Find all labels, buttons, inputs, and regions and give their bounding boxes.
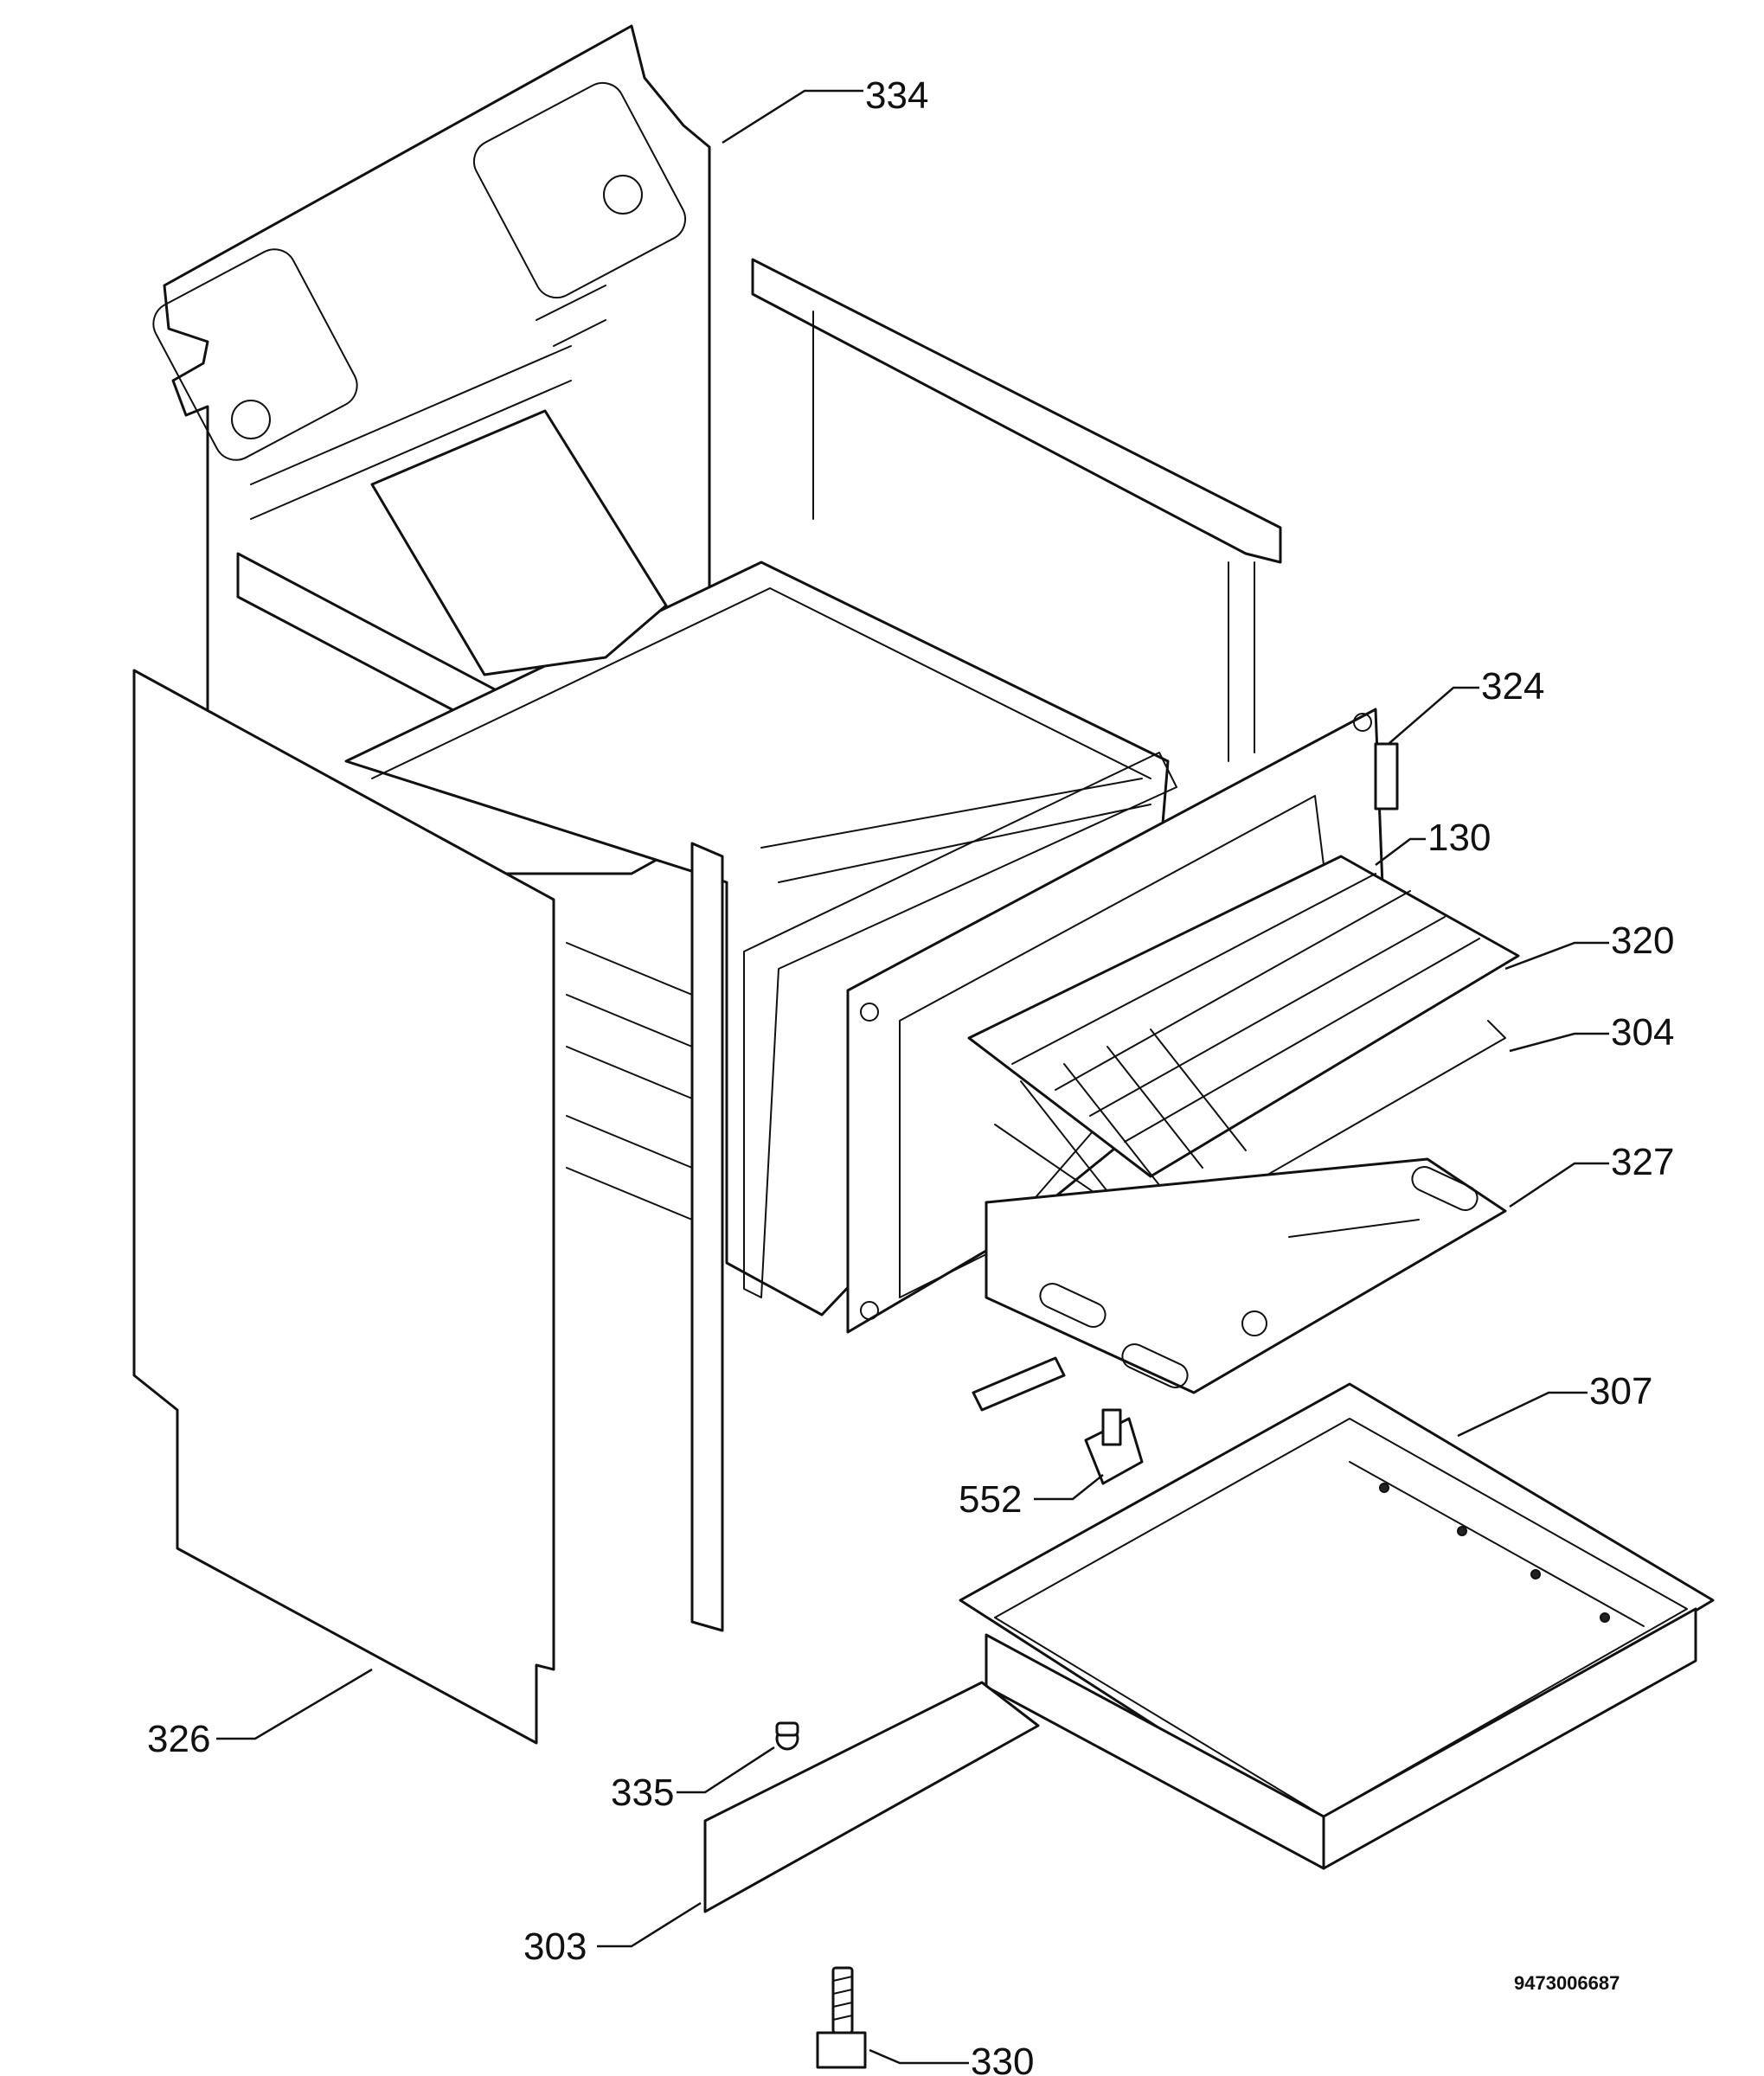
callout-326: 326 <box>147 1718 210 1760</box>
leader-lines <box>216 89 1609 2065</box>
baking-tray-307[interactable] <box>959 1382 1715 1870</box>
callout-330: 330 <box>971 2041 1034 2076</box>
leader-552 <box>1034 1474 1104 1501</box>
callout-303: 303 <box>523 1925 587 1968</box>
leader-335 <box>677 1746 775 1794</box>
screw-335[interactable] <box>775 1721 799 1751</box>
callout-334: 334 <box>865 74 928 117</box>
document-number: 9473006687 <box>1514 1972 1620 1994</box>
side-panel-326[interactable] <box>132 669 555 1745</box>
wire-shelf-304[interactable] <box>994 1020 1506 1238</box>
shelf-support-frame <box>566 842 724 1632</box>
leader-307 <box>1457 1391 1588 1438</box>
bracket-552[interactable] <box>1084 1408 1144 1485</box>
callout-130: 130 <box>1427 817 1491 859</box>
part-callouts: 334 324 130 320 304 327 307 552 326 335 … <box>147 74 1674 2076</box>
leader-330 <box>869 2048 969 2065</box>
leader-303 <box>597 1901 702 1948</box>
callout-324: 324 <box>1481 665 1544 708</box>
kick-plate-303[interactable] <box>703 1681 1040 1913</box>
callout-552: 552 <box>959 1478 1022 1521</box>
callout-327: 327 <box>1611 1141 1674 1183</box>
leader-327 <box>1509 1162 1609 1208</box>
bottom-plate-327[interactable] <box>985 1157 1507 1394</box>
callout-307: 307 <box>1589 1370 1652 1413</box>
leader-324 <box>1388 686 1479 745</box>
top-rail-rear <box>751 258 1282 762</box>
door-seal-strip <box>972 1356 1066 1412</box>
leader-320 <box>1504 941 1609 971</box>
oven-rack-320[interactable] <box>967 855 1520 1203</box>
leader-130 <box>1375 837 1426 866</box>
callout-304: 304 <box>1611 1011 1674 1054</box>
callout-320: 320 <box>1611 919 1674 962</box>
leader-334 <box>722 89 863 144</box>
foot-bolt-330[interactable] <box>816 1966 867 2069</box>
leader-326 <box>216 1668 373 1740</box>
leader-304 <box>1509 1032 1609 1053</box>
callout-335: 335 <box>611 1772 674 1814</box>
